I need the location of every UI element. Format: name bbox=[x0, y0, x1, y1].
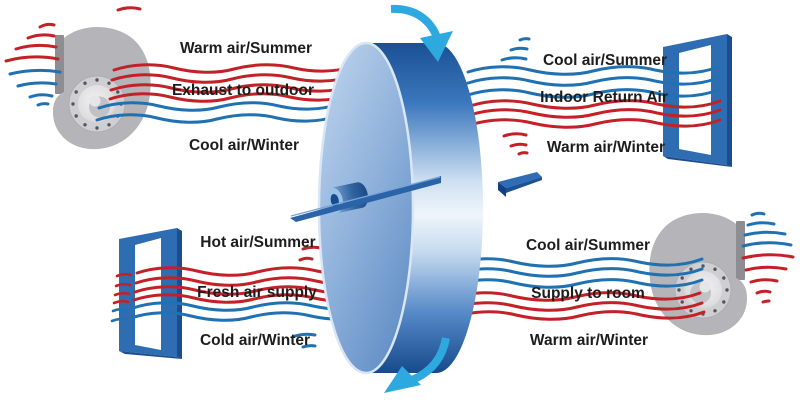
label-supply-summer: Cool air/Summer bbox=[526, 237, 650, 254]
rotary-wheel bbox=[317, 41, 483, 375]
rotation-arrow-top-icon bbox=[390, 4, 453, 62]
label-return-winter: Warm air/Winter bbox=[547, 139, 665, 156]
wheel-axle bbox=[290, 176, 441, 222]
label-fresh-winter: Cold air/Winter bbox=[200, 332, 310, 349]
label-return-name: Indoor Return Air bbox=[540, 89, 668, 106]
axle-bracket bbox=[498, 172, 542, 197]
supply-outlet-dashes bbox=[741, 211, 795, 304]
label-return-summer: Cool air/Summer bbox=[543, 52, 667, 69]
label-exhaust-name: Exhaust to outdoor bbox=[172, 82, 314, 99]
exhaust-fan-icon bbox=[52, 26, 152, 150]
label-fresh-name: Fresh air supply bbox=[197, 284, 317, 301]
fresh-window-stubs bbox=[110, 272, 133, 323]
return-window bbox=[663, 34, 732, 167]
label-exhaust-winter: Cool air/Winter bbox=[189, 137, 299, 154]
exhaust-outlet-dashes bbox=[4, 6, 142, 107]
label-supply-name: Supply to room bbox=[531, 285, 645, 302]
rotation-arrow-bottom-icon bbox=[384, 337, 450, 393]
label-supply-winter: Warm air/Winter bbox=[530, 332, 648, 349]
label-fresh-summer: Hot air/Summer bbox=[200, 234, 315, 251]
wheel-rim bbox=[366, 43, 483, 373]
stream-labels: Warm air/Summer Exhaust to outdoor Cool … bbox=[172, 40, 668, 349]
label-exhaust-summer: Warm air/Summer bbox=[180, 40, 312, 57]
return-wheel-dashes bbox=[500, 37, 531, 156]
fresh-window bbox=[119, 228, 182, 359]
